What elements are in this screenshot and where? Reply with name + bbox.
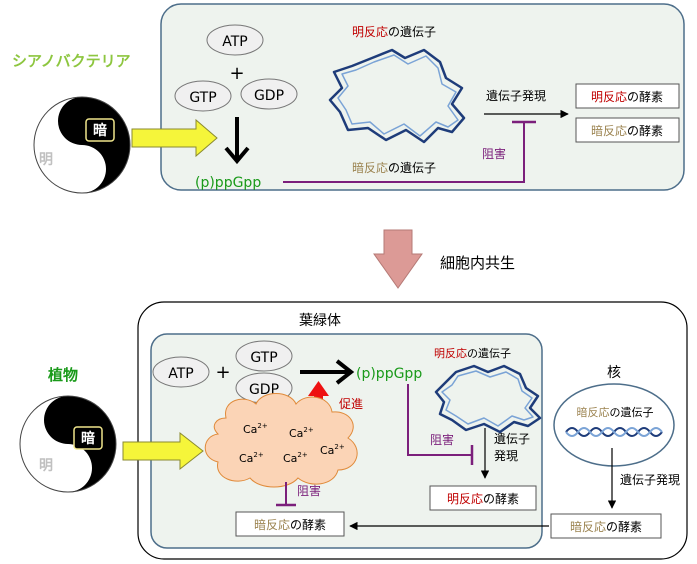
light-label: 明 [39, 152, 53, 168]
genome-dna-icon [328, 48, 466, 144]
gene-expression-label: 発現 [494, 449, 518, 463]
svg-text:GDP: GDP [254, 88, 284, 104]
gene-expression-label: 遺伝子 [494, 431, 530, 446]
yin-yang-icon: 暗 明 [33, 96, 131, 194]
nucleus [553, 383, 675, 467]
dark-genes-label: 暗反応の遺伝子 [577, 405, 654, 419]
calcium-ion: Ca2+ [320, 443, 345, 457]
yellow-arrow [131, 118, 218, 158]
nucleus-label: 核 [607, 365, 621, 381]
synthesis-arrow [224, 117, 250, 165]
atp-node: ATP [206, 24, 264, 56]
inhibition-label: 阻害 [482, 146, 506, 161]
dark-enzymes-label: 暗反応の酵素 [591, 123, 663, 138]
ppgpp-label: (p)ppGpp [195, 175, 261, 191]
light-enzymes-box [429, 485, 537, 511]
plus-sign: + [229, 63, 244, 84]
endosymbiosis-arrow [373, 229, 423, 289]
inhibition-line [283, 122, 525, 183]
svg-text:ATP: ATP [168, 366, 193, 382]
calcium-cloud [204, 393, 358, 488]
gene-expression-label: 遺伝子発現 [486, 88, 546, 103]
gtp-node: GTP [235, 340, 293, 372]
light-genes-label: 明反応の遺伝子 [352, 24, 436, 39]
dark-badge [73, 426, 103, 450]
dark-enzymes-label: 暗反応の酵素 [254, 517, 326, 532]
light-genes-label: 明反応の遺伝子 [434, 346, 511, 360]
calcium-ion: Ca2+ [289, 426, 314, 440]
calcium-ion: Ca2+ [239, 451, 264, 465]
dark-enzymes-box [235, 511, 345, 537]
inhibition-label: 阻害 [430, 432, 454, 447]
inhibition-line [407, 384, 472, 456]
synthesis-arrow [300, 359, 355, 385]
ppgpp-label: (p)ppGpp [356, 366, 422, 382]
gene-expression-label: 遺伝子発現 [620, 472, 680, 487]
dark-enzymes-label: 暗反応の酵素 [570, 519, 642, 534]
light-enzymes-box [575, 83, 680, 109]
endosymbiosis-label: 細胞内共生 [440, 254, 515, 272]
svg-text:ATP: ATP [222, 34, 247, 50]
dna-helix-icon [565, 427, 663, 437]
dark-label: 暗 [81, 430, 95, 447]
chloroplast-label: 葉緑体 [299, 313, 341, 329]
calcium-ion: Ca2+ [243, 422, 268, 436]
light-label: 明 [39, 458, 53, 474]
inhibition-label: 阻害 [297, 483, 321, 498]
promotion-label: 促進 [339, 397, 363, 411]
yin-yang-icon: 暗 明 [19, 395, 117, 493]
calcium-ion: Ca2+ [283, 451, 308, 465]
gdp-node: GDP [240, 78, 298, 110]
light-enzymes-label: 明反応の酵素 [447, 492, 519, 506]
dark-label: 暗 [93, 122, 107, 139]
dark-genes-label: 暗反応の遺伝子 [352, 160, 436, 175]
dark-enzymes-box [550, 513, 662, 539]
cyanobacteria-cell [160, 3, 685, 191]
atp-node: ATP [152, 356, 210, 388]
dark-enzymes-box [575, 117, 680, 143]
plant-label: 植物 [48, 366, 78, 384]
yellow-arrow [122, 431, 204, 471]
genome-dna-icon [434, 364, 542, 434]
dark-badge [85, 118, 115, 142]
light-enzymes-label: 明反応の酵素 [591, 90, 663, 104]
gtp-node: GTP [174, 80, 232, 112]
cyanobacteria-label: シアノバクテリア [12, 52, 131, 70]
svg-text:GTP: GTP [189, 90, 216, 106]
plus-sign: + [215, 362, 230, 383]
svg-text:GTP: GTP [250, 350, 277, 366]
